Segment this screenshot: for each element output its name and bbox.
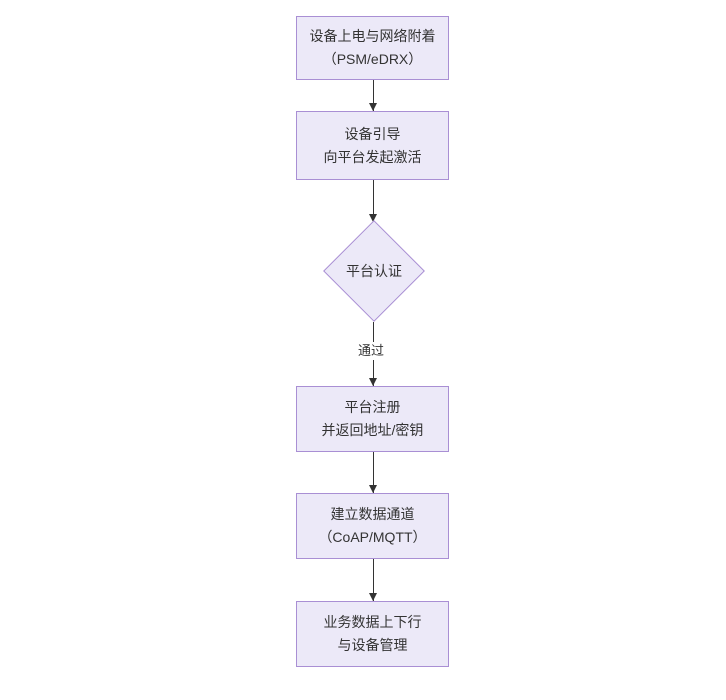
node-business-data-line1: 业务数据上下行: [323, 614, 422, 630]
node-business-data-line2: 与设备管理: [337, 637, 408, 653]
arrowhead-icon: [369, 593, 377, 601]
node-data-channel-line2: （CoAP/MQTT）: [318, 529, 427, 545]
arrowhead-icon: [369, 214, 377, 222]
edge-label-pass: 通过: [356, 342, 387, 360]
node-platform-register[interactable]: 平台注册 并返回地址/密钥: [296, 386, 449, 452]
node-platform-register-line1: 平台注册: [344, 399, 401, 415]
edge-bootstrap-to-platform-auth: [369, 180, 377, 222]
node-business-data[interactable]: 业务数据上下行 与设备管理: [296, 601, 449, 667]
edge-power-on-to-bootstrap: [369, 80, 377, 111]
edge-shaft: [373, 452, 374, 493]
edge-shaft: [373, 80, 374, 111]
edge-shaft: [373, 559, 374, 601]
arrowhead-icon: [369, 485, 377, 493]
node-data-channel[interactable]: 建立数据通道 （CoAP/MQTT）: [296, 493, 449, 559]
node-power-on[interactable]: 设备上电与网络附着 （PSM/eDRX）: [296, 16, 449, 80]
arrowhead-icon: [369, 103, 377, 111]
node-bootstrap-line1: 设备引导: [344, 125, 401, 142]
node-bootstrap-line2: 向平台发起激活: [323, 148, 422, 165]
arrowhead-icon: [369, 378, 377, 386]
node-power-on-line2: （PSM/eDRX）: [322, 51, 423, 67]
node-platform-auth-label: 平台认证: [346, 262, 402, 279]
node-platform-register-line2: 并返回地址/密钥: [321, 422, 424, 438]
edge-shaft: [373, 180, 374, 222]
node-data-channel-line1: 建立数据通道: [330, 506, 415, 522]
edge-platform-register-to-data-channel: [369, 452, 377, 493]
node-platform-auth[interactable]: 平台认证: [323, 220, 425, 322]
edge-data-channel-to-business-data: [369, 559, 377, 601]
node-power-on-line1: 设备上电与网络附着: [309, 28, 436, 44]
node-bootstrap[interactable]: 设备引导 向平台发起激活: [296, 111, 449, 180]
